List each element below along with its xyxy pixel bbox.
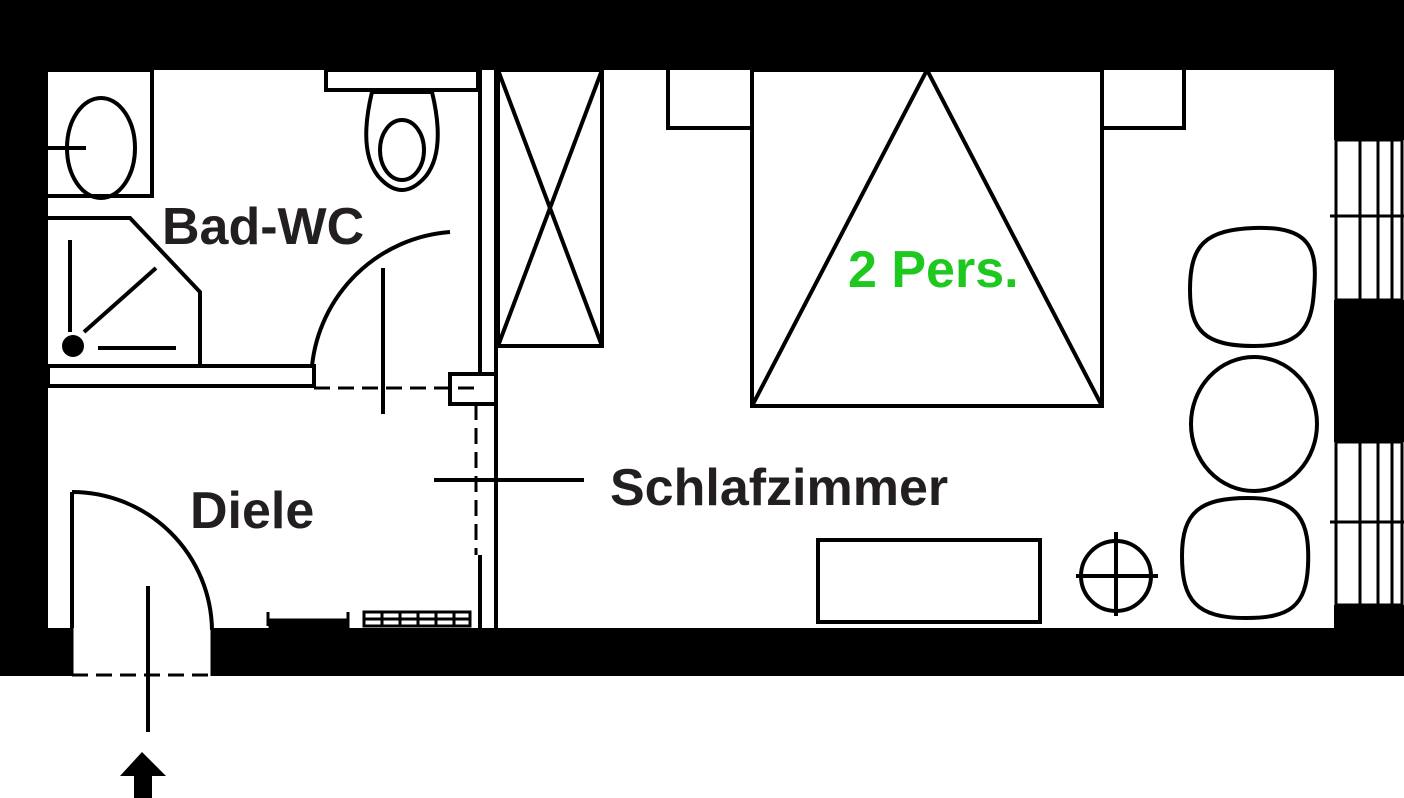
toilet-icon xyxy=(364,90,440,192)
window-bottom xyxy=(1330,440,1404,607)
armchairs-icon xyxy=(1179,225,1319,621)
bed-capacity-label: 2 Pers. xyxy=(848,241,1019,299)
shower-drain-icon xyxy=(62,335,84,357)
nightstand-right xyxy=(1102,70,1186,130)
radiator-right-icon xyxy=(362,610,472,628)
desk-icon xyxy=(816,538,1042,624)
radiator-left-icon xyxy=(266,612,350,630)
bathroom-door xyxy=(310,230,451,414)
entry-arrow-icon xyxy=(120,752,166,798)
washbasin-icon xyxy=(48,68,154,200)
nightstand-left xyxy=(666,70,752,130)
hall-label: Diele xyxy=(190,482,314,540)
window-top xyxy=(1330,138,1404,302)
outer-walls xyxy=(0,0,1404,676)
wardrobe-icon xyxy=(496,68,604,348)
bedroom-label: Schlafzimmer xyxy=(610,459,948,517)
shower-icon xyxy=(48,216,202,366)
double-bed-icon xyxy=(750,65,1104,408)
entrance-opening xyxy=(70,628,214,677)
door-thresholds xyxy=(314,386,478,555)
bathroom-label: Bad-WC xyxy=(162,198,364,256)
lamp-icon xyxy=(1076,532,1158,616)
entrance-door xyxy=(70,490,214,732)
